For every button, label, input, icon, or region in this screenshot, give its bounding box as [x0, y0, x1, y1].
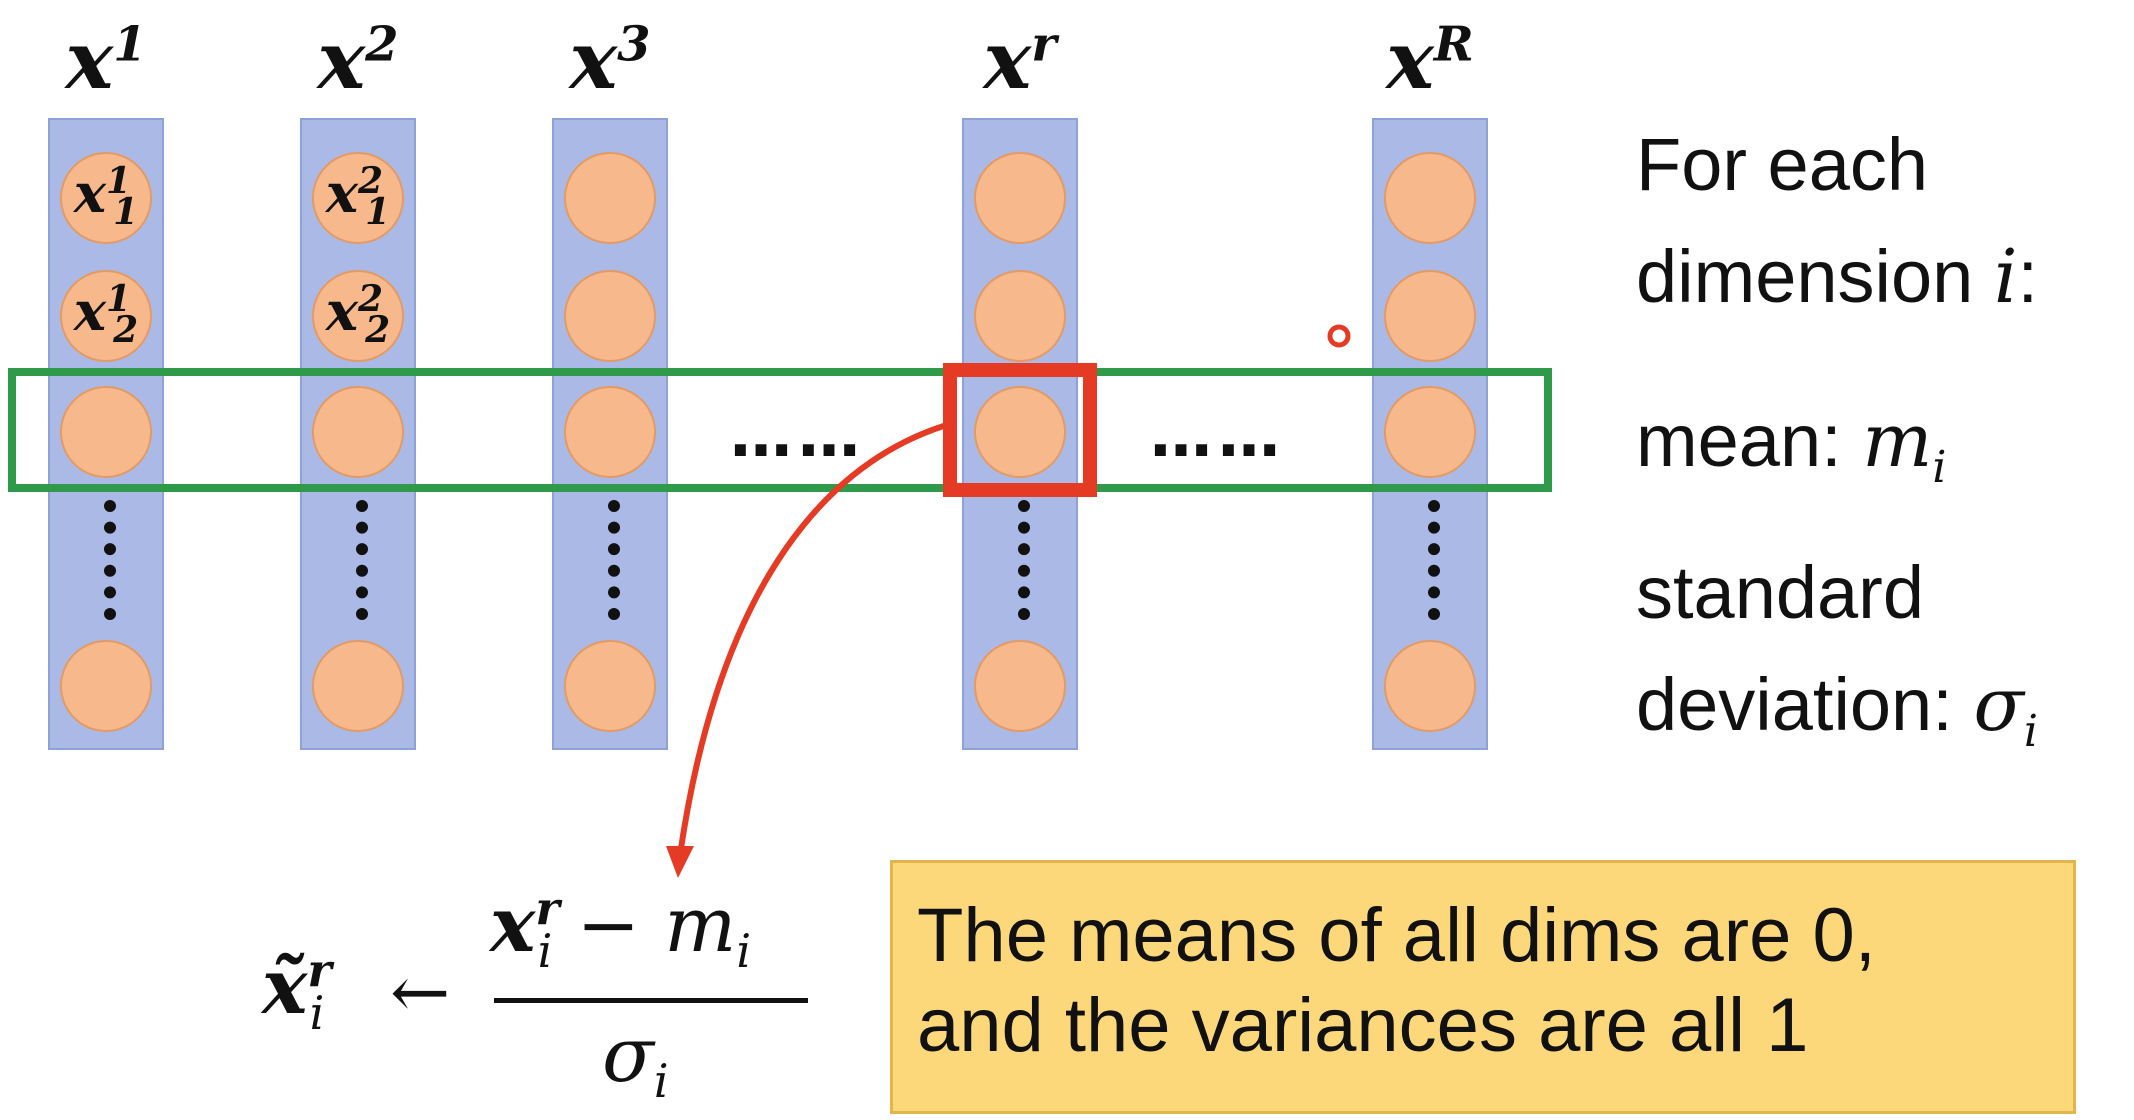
column-label-3: x3	[569, 13, 651, 107]
cursor-dot	[1327, 324, 1351, 348]
element-circle	[1384, 640, 1476, 732]
element-circle	[60, 152, 152, 244]
element-circle	[312, 152, 404, 244]
element-circle	[974, 270, 1066, 362]
callout-line-1: The means of all dims are 0,	[917, 893, 1876, 978]
element-circle	[974, 386, 1066, 478]
normalization-formula: x̃ri ← xri − mi σi	[262, 880, 862, 1120]
vertical-ellipsis	[104, 500, 116, 620]
column-label-r: xr	[983, 13, 1057, 107]
callout-line-2: and the variances are all 1	[917, 982, 1809, 1068]
side-line-deviation: deviation: σi	[1636, 662, 2038, 757]
element-circle	[312, 640, 404, 732]
cell-highlight-box	[943, 363, 1097, 497]
element-circle	[564, 152, 656, 244]
vertical-ellipsis	[1018, 500, 1030, 620]
column-label-1: x1	[65, 13, 147, 107]
vertical-ellipsis	[608, 500, 620, 620]
element-circle	[1384, 152, 1476, 244]
formula-numerator: xri − mi	[490, 880, 752, 979]
formula-denominator: σi	[602, 1010, 669, 1109]
element-label-x2-2: x22	[325, 278, 391, 351]
side-line-mean: mean: mi	[1636, 398, 1947, 493]
formula-arrow: ←	[390, 950, 451, 1034]
horizontal-ellipsis-right: ……	[1150, 398, 1286, 471]
side-line-for-each: For each	[1636, 123, 1929, 206]
element-circle	[974, 152, 1066, 244]
element-label-x1-2: x12	[73, 278, 139, 351]
pointer-arrow-line	[677, 421, 951, 856]
element-circle	[60, 640, 152, 732]
element-circle	[60, 386, 152, 478]
element-circle	[312, 270, 404, 362]
column-label-2: x2	[317, 13, 399, 107]
vertical-ellipsis	[356, 500, 368, 620]
row-highlight-box	[8, 368, 1552, 492]
element-circle	[60, 270, 152, 362]
callout-box: The means of all dims are 0, and the var…	[890, 860, 2076, 1114]
horizontal-ellipsis-left: ……	[730, 398, 866, 471]
side-line-dimension: dimension i:	[1636, 234, 2039, 320]
element-label-x2-1: x21	[325, 160, 391, 233]
element-circle	[564, 640, 656, 732]
column-label-R: xR	[1386, 13, 1474, 107]
element-circle	[564, 386, 656, 478]
element-circle	[974, 640, 1066, 732]
pointer-arrowhead	[666, 846, 694, 878]
formula-lhs: x̃ri	[262, 942, 332, 1041]
fraction-bar	[494, 998, 808, 1003]
element-circle	[564, 270, 656, 362]
element-circle	[1384, 270, 1476, 362]
side-line-standard: standard	[1636, 551, 1924, 634]
element-circle	[312, 386, 404, 478]
vertical-ellipsis	[1428, 500, 1440, 620]
element-circle	[1384, 386, 1476, 478]
element-label-x1-1: x11	[73, 160, 139, 233]
